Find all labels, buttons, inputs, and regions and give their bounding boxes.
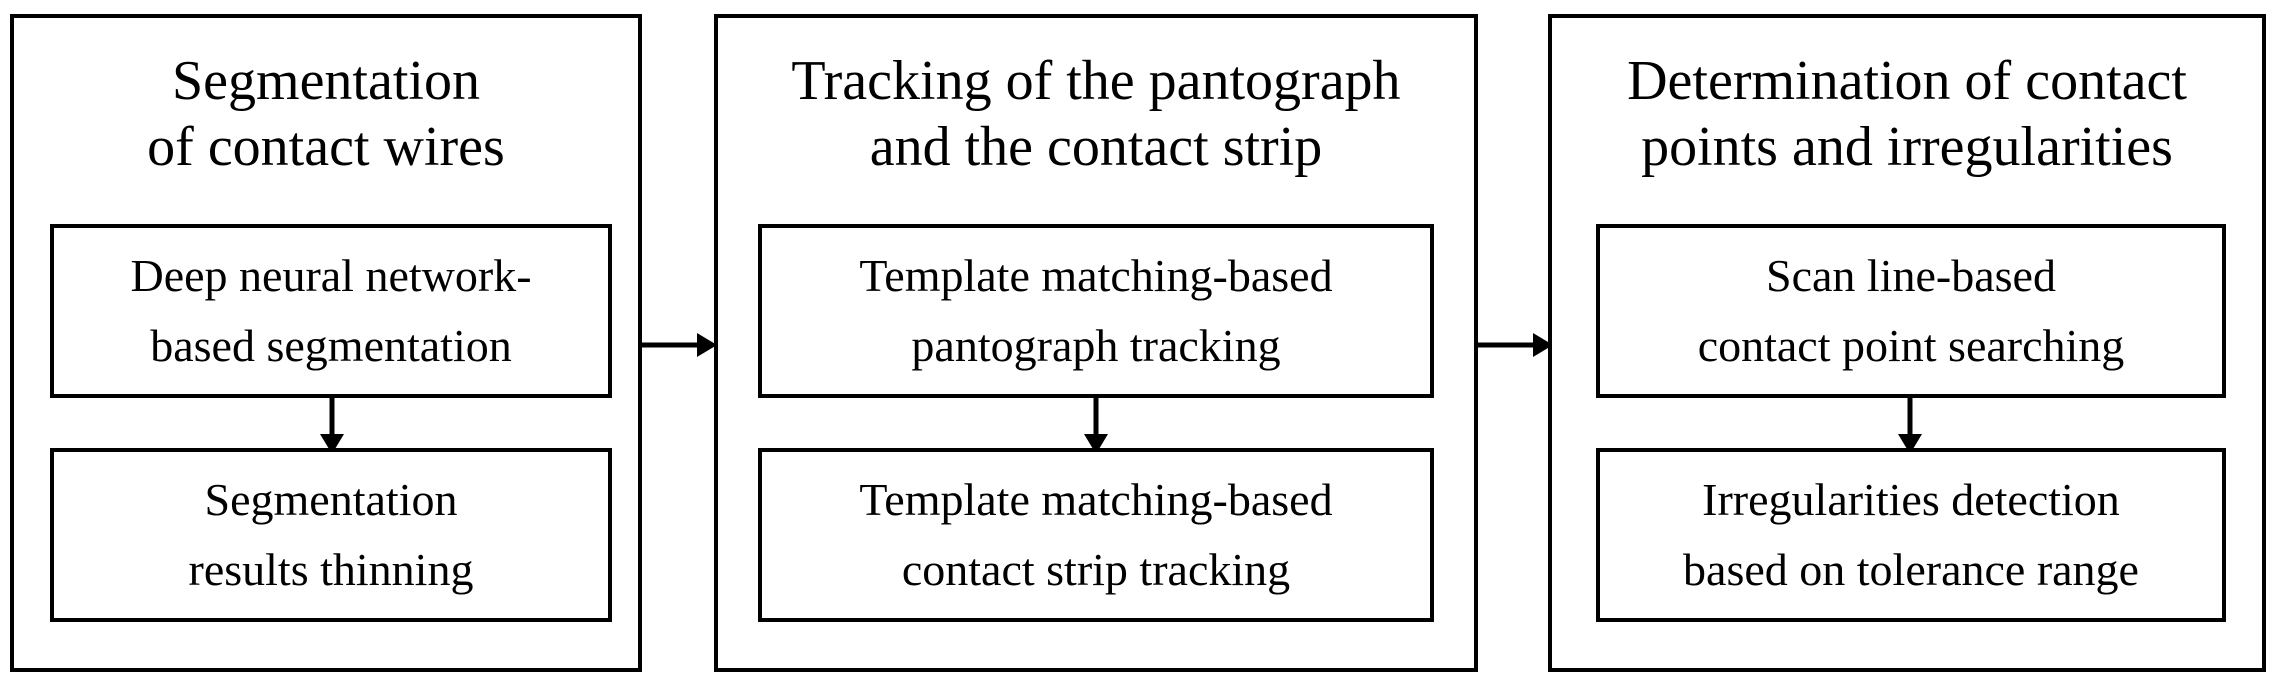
panel-title-line-1: Tracking of the pantograph [791,50,1401,112]
right-arrow-icon [639,333,717,357]
panel-title: Determination of contact points and irre… [1552,48,2262,180]
step-box-line-2: contact strip tracking [901,544,1291,595]
right-arrow-icon [1475,333,1553,357]
panel-title-line-1: Segmentation [172,50,480,112]
step-box-pantograph-tracking: Template matching-based pantograph track… [758,224,1434,398]
down-arrow-icon [1084,398,1108,454]
panel-tracking: Tracking of the pantograph and the conta… [714,14,1478,672]
panel-title-line-2: of contact wires [147,116,505,178]
step-box-line-2: pantograph tracking [911,320,1281,371]
step-box-line-1: Template matching-based [859,474,1333,525]
down-arrow-icon [1898,398,1922,454]
step-box-line-2: results thinning [188,544,474,595]
step-box-contact-strip-tracking: Template matching-based contact strip tr… [758,448,1434,622]
step-box-line-1: Scan line-based [1766,250,2056,301]
step-box-line-2: contact point searching [1697,320,2125,371]
panel-determination: Determination of contact points and irre… [1548,14,2266,672]
step-box-line-2: based on tolerance range [1683,544,2139,595]
step-box-segmentation-thinning: Segmentation results thinning [50,448,612,622]
panel-title-line-1: Determination of contact [1627,50,2187,112]
panel-title-line-2: and the contact strip [869,116,1323,178]
panel-title: Tracking of the pantograph and the conta… [718,48,1474,180]
step-box-line-1: Irregularities detection [1702,474,2120,525]
panel-title-line-2: points and irregularities [1641,116,2173,178]
step-box-line-1: Segmentation [204,474,458,525]
panel-title: Segmentation of contact wires [14,48,638,180]
step-box-contact-point-searching: Scan line-based contact point searching [1596,224,2226,398]
down-arrow-icon [320,398,344,454]
step-box-line-1: Template matching-based [859,250,1333,301]
step-box-irregularities-detection: Irregularities detection based on tolera… [1596,448,2226,622]
step-box-deep-neural-network: Deep neural network- based segmentation [50,224,612,398]
panel-segmentation: Segmentation of contact wires Deep neura… [10,14,642,672]
step-box-line-1: Deep neural network- [130,250,532,301]
step-box-line-2: based segmentation [150,320,512,371]
